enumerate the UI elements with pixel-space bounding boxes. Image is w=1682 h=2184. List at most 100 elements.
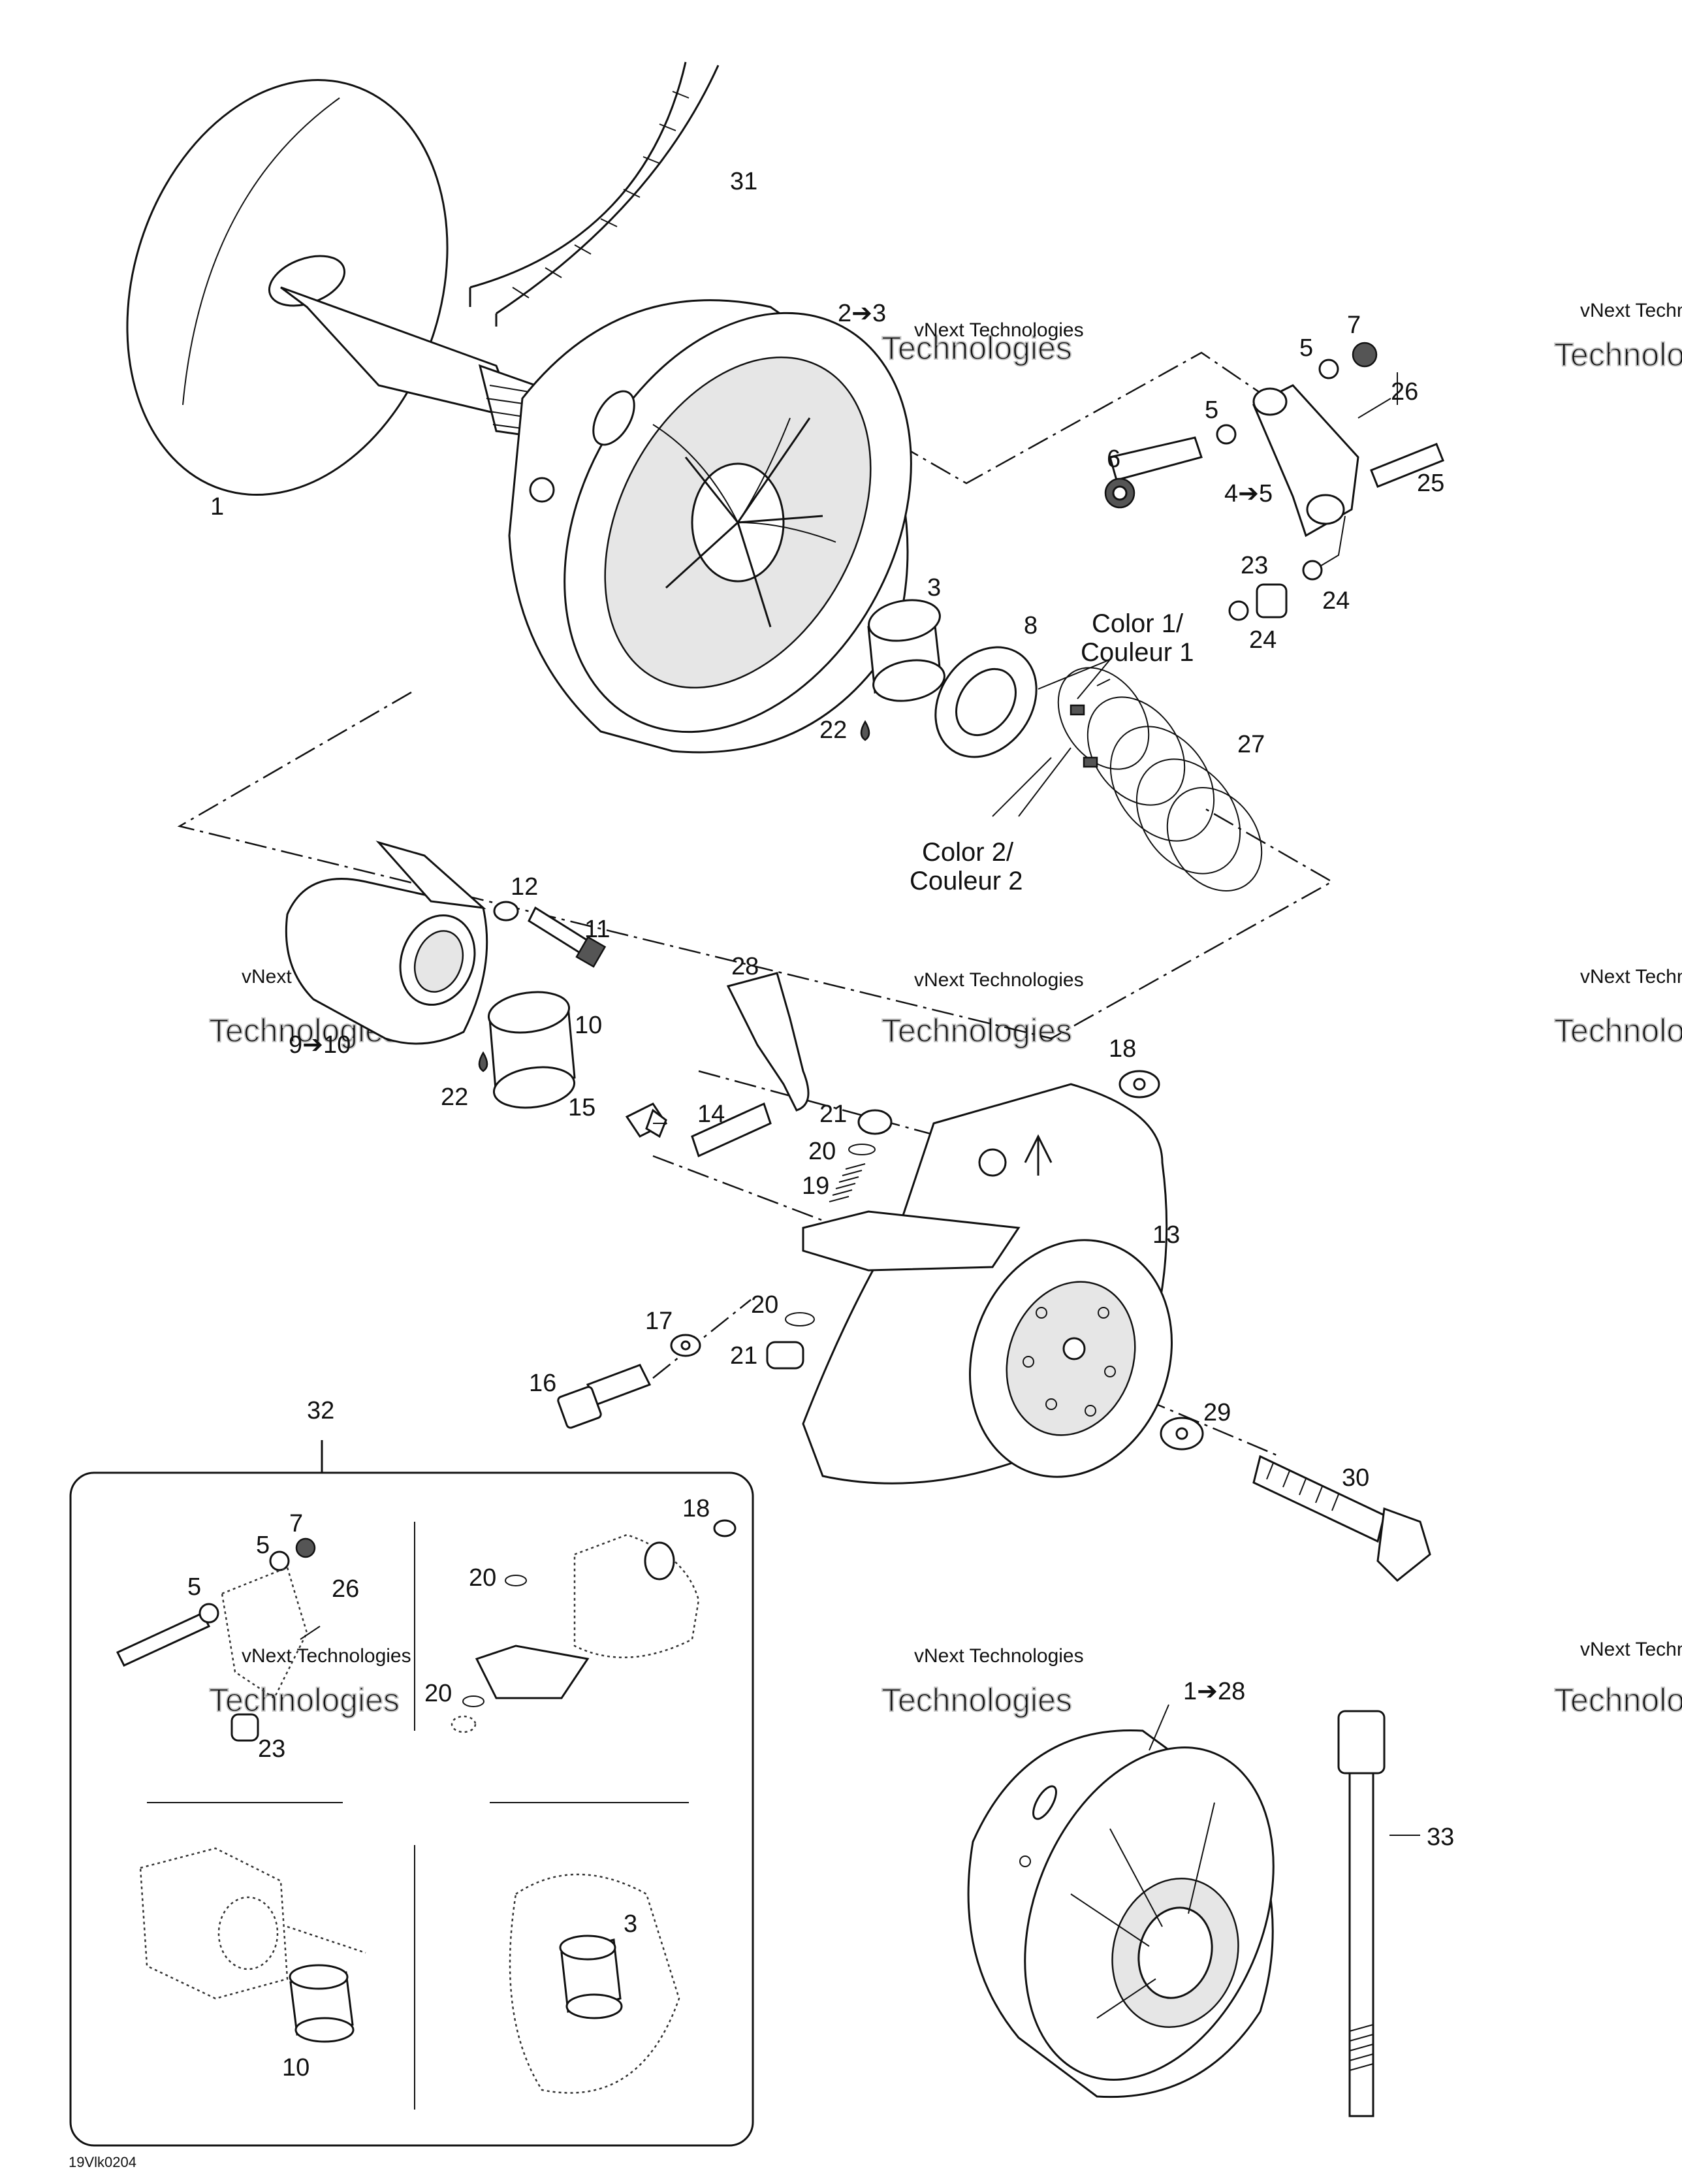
part-spider-hub-9 [285,841,488,1045]
part-pin-14 [691,1102,772,1158]
callout-24b: 24 [1249,626,1277,654]
part-washer-17 [670,1334,701,1357]
callout-10: 10 [575,1012,602,1039]
callout-20a: 20 [808,1138,836,1165]
callout-11: 11 [584,916,610,943]
callout-22a: 22 [819,716,847,744]
inset-callout-5a: 5 [256,1532,270,1559]
watermark-text-large: Technologies [881,330,1072,366]
inset-callout-23: 23 [258,1735,285,1763]
watermark-text: vNext Technologies [1580,966,1682,988]
part-washer-8 [934,646,1038,758]
watermark-text: vNext Technologies [914,319,1084,341]
part-bushing-10 [487,991,576,1109]
callout-4-5: 4➔5 [1224,480,1273,507]
callout-6: 6 [1107,445,1120,473]
part-ramp-28 [726,972,810,1112]
color-1-fr: Couleur 1 [1081,638,1194,667]
color-2-fr: Couleur 2 [910,867,1023,895]
watermark-text: vNext Technologies [242,1645,411,1667]
part-spring-19 [829,1163,866,1202]
watermark-text-large: Technologies [1554,1012,1682,1049]
callout-labels: 1 31 2➔3 7 5 26 5 6 4➔5 25 23 24 24 3 8 … [210,168,1454,1851]
color-label-2: Color 2/ Couleur 2 [910,838,1023,895]
inset-panel [69,1440,754,2147]
callout-9-10: 9➔10 [289,1031,351,1059]
part-screw-11 [528,906,607,968]
part-bolt-15 [625,1102,668,1138]
callout-30: 30 [1342,1464,1369,1492]
callout-21a: 21 [819,1100,847,1128]
callout-13: 13 [1152,1221,1180,1249]
assembly-boundary-middle [177,691,1334,1040]
callout-33: 33 [1427,1823,1454,1851]
part-bolt-16 [557,1364,652,1429]
watermark-text-large: Technologies [881,1682,1072,1718]
callout-2-3: 2➔3 [838,300,886,327]
inset-callout-3: 3 [624,1910,637,1938]
callout-5a: 5 [1299,334,1313,362]
inset-callout-26: 26 [332,1575,359,1603]
inset-hub-detail [139,1847,366,2043]
assembled-drive-pulley [967,1729,1275,2098]
callout-12: 12 [511,873,538,901]
watermark-text-large: Technologies [881,1012,1072,1049]
part-sliding-sheave [508,299,912,754]
axis-line-left [698,1070,941,1138]
part-drive-belt [469,61,720,327]
grease-droplet-icon [860,720,870,741]
callout-31: 31 [730,168,757,195]
axis-line-lower [652,1155,843,1229]
part-ring-20-top [848,1144,876,1155]
callout-32: 32 [307,1397,334,1424]
inset-callout-20a: 20 [469,1564,496,1592]
callout-24a: 24 [1322,587,1350,615]
part-roller-21-top [857,1109,893,1135]
callout-15: 15 [568,1094,595,1121]
color-2-en: Color 2/ [922,838,1014,867]
callout-19: 19 [802,1172,829,1200]
inset-arm-detail [116,1537,321,1742]
callout-25: 25 [1417,470,1444,497]
watermark-text-large: Technologies [1554,336,1682,373]
callout-21b: 21 [730,1342,757,1370]
part-governor-cup-13 [802,1083,1173,1485]
callout-1: 1 [210,493,224,521]
part-washer-29 [1160,1417,1204,1451]
grease-droplet-icon [478,1051,488,1072]
callout-16: 16 [529,1370,556,1397]
color-1-en: Color 1/ [1092,609,1184,638]
watermark-text-large: Technologies [1554,1682,1682,1718]
callout-28: 28 [731,953,759,980]
inset-sheave-detail [509,1873,680,2094]
leader-lines [992,372,1398,1751]
watermark-text: vNext Technologies [914,969,1084,991]
callout-29: 29 [1203,1399,1231,1426]
part-fixed-sheave [126,78,543,496]
callout-5b: 5 [1205,396,1218,424]
axis-line-bolt16 [652,1299,752,1379]
part-ring-20-bottom [785,1312,815,1326]
inset-callout-7: 7 [289,1510,303,1537]
part-bushing-3 [867,599,945,702]
watermark-text-large: Technologies [209,1682,400,1718]
callout-22b: 22 [441,1084,468,1111]
callout-3: 3 [927,574,941,602]
inset-callout-20b: 20 [424,1680,452,1707]
part-puller-tool-33 [1337,1710,1420,2117]
inset-callout-5b: 5 [187,1573,201,1601]
callout-20b: 20 [751,1291,778,1319]
part-lever-arm-assembly [1104,342,1444,621]
inset-callout-labels: 7 5 5 26 23 18 20 20 3 10 [187,1495,710,2081]
part-washer-12 [493,901,519,922]
part-nut-18 [1119,1070,1160,1099]
part-spring-27 [1057,667,1263,891]
inset-callout-18: 18 [682,1495,710,1522]
inset-callout-10: 10 [282,2054,309,2081]
drawing-code: 19Vlk0204 [69,2154,136,2170]
callout-26: 26 [1391,378,1418,406]
watermark-text: vNext Technologies [914,1645,1084,1667]
inset-cup-detail [451,1519,737,1733]
callout-27: 27 [1237,731,1265,758]
